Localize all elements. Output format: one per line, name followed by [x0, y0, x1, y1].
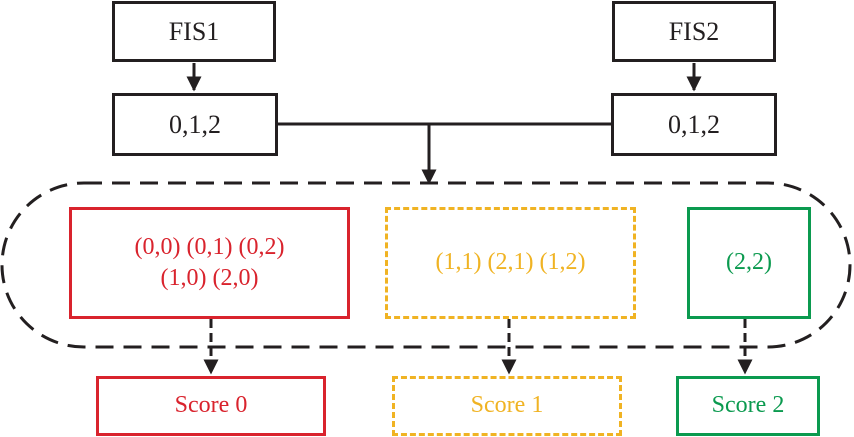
score2-label: Score 2: [711, 392, 785, 419]
group-score2-line1: (2,2): [726, 249, 772, 276]
fis1-label: FIS1: [168, 16, 220, 46]
group-score0-line1: (0,0) (0,1) (0,2): [134, 233, 285, 260]
score1-label: Score 1: [470, 392, 544, 419]
fis1-box: FIS1: [112, 1, 276, 62]
group-score2-box: (2,2): [687, 207, 811, 319]
group-score0-line2: (1,0) (2,0): [160, 265, 259, 291]
fis2-label: FIS2: [668, 16, 720, 46]
score0-box: Score 0: [96, 376, 326, 436]
group-score1-box: (1,1) (2,1) (1,2): [385, 207, 636, 319]
score0-label: Score 0: [174, 392, 248, 419]
score2-box: Score 2: [676, 376, 820, 436]
fis1-values-label: 0,1,2: [169, 109, 221, 139]
fis1-values-box: 0,1,2: [112, 93, 278, 156]
fis2-values-label: 0,1,2: [668, 109, 720, 139]
group-score0-box: (0,0) (0,1) (0,2) (1,0) (2,0): [69, 207, 350, 319]
fis2-values-box: 0,1,2: [611, 93, 777, 156]
fis2-box: FIS2: [612, 1, 776, 62]
score1-box: Score 1: [392, 376, 622, 436]
group-score1-line1: (1,1) (2,1) (1,2): [435, 249, 586, 276]
